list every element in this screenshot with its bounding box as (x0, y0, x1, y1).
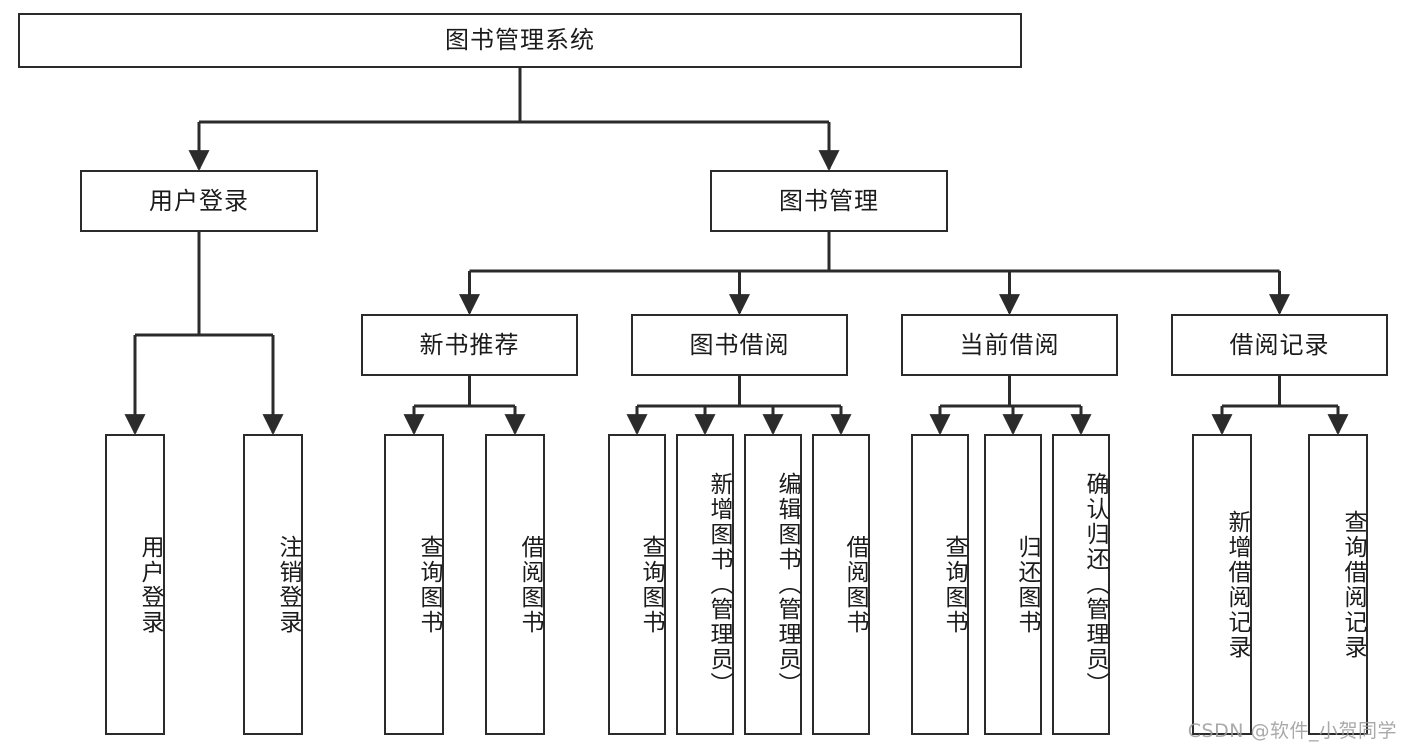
node-label: 借阅图书 (842, 534, 868, 635)
node-label: 图书借阅 (689, 330, 790, 359)
node-label: 新书推荐 (419, 330, 520, 359)
node-label: 编辑图书（管理员） (774, 472, 800, 697)
node-l3_0[interactable]: 新书推荐 (361, 314, 578, 376)
node-label: 图书管理 (779, 186, 879, 215)
node-l4_3[interactable]: 借阅图书 (485, 434, 545, 735)
node-label: 借阅图书 (517, 534, 543, 635)
node-label: 查询图书 (416, 534, 442, 635)
node-l4_4[interactable]: 查询图书 (608, 434, 666, 735)
node-l4_8[interactable]: 查询图书 (911, 434, 969, 735)
node-l3_1[interactable]: 图书借阅 (631, 314, 848, 376)
node-l2_1[interactable]: 图书管理 (710, 170, 948, 232)
node-label: 查询借阅记录 (1340, 509, 1366, 660)
node-root[interactable]: 图书管理系统 (18, 13, 1022, 68)
node-label: 查询图书 (941, 534, 967, 635)
node-l4_10[interactable]: 确认归还（管理员） (1052, 434, 1110, 735)
node-label: 新增借阅记录 (1224, 509, 1250, 660)
node-l4_9[interactable]: 归还图书 (984, 434, 1042, 735)
node-l4_11[interactable]: 新增借阅记录 (1192, 434, 1252, 735)
node-label: 归还图书 (1014, 534, 1040, 635)
node-l4_6[interactable]: 编辑图书（管理员） (744, 434, 802, 735)
node-label: 借阅记录 (1229, 330, 1330, 359)
node-l4_5[interactable]: 新增图书（管理员） (676, 434, 734, 735)
node-l4_12[interactable]: 查询借阅记录 (1308, 434, 1368, 735)
node-l3_2[interactable]: 当前借阅 (901, 314, 1118, 376)
node-label: 注销登录 (275, 534, 301, 635)
node-l4_7[interactable]: 借阅图书 (812, 434, 870, 735)
node-l4_2[interactable]: 查询图书 (384, 434, 444, 735)
node-label: 查询图书 (638, 534, 664, 635)
node-l4_0[interactable]: 用户登录 (105, 434, 165, 735)
node-label: 用户登录 (137, 534, 163, 635)
node-label: 用户登录 (149, 186, 249, 215)
node-label: 确认归还（管理员） (1082, 472, 1108, 697)
node-l2_0[interactable]: 用户登录 (80, 170, 318, 232)
node-label: 当前借阅 (959, 330, 1060, 359)
node-label: 新增图书（管理员） (706, 472, 732, 697)
node-l4_1[interactable]: 注销登录 (243, 434, 303, 735)
node-l3_3[interactable]: 借阅记录 (1171, 314, 1388, 376)
node-label: 图书管理系统 (445, 26, 595, 55)
csdn-watermark: CSDN @软件_小贺同学 (1187, 720, 1397, 742)
